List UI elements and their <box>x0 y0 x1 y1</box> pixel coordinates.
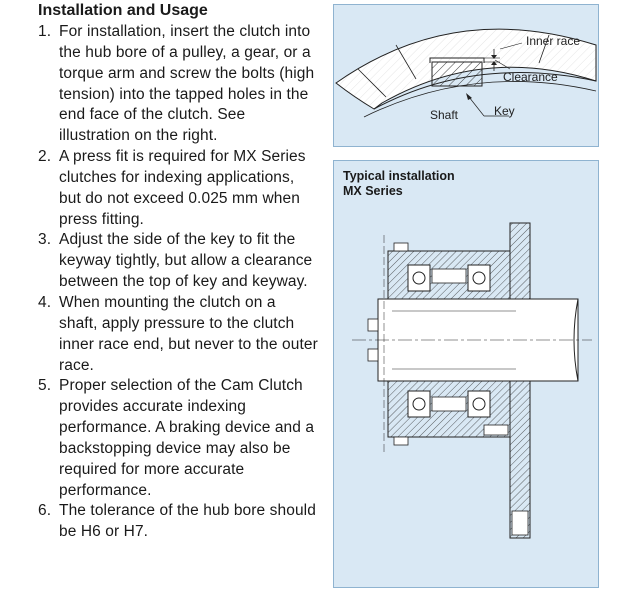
shaft-label: Shaft <box>430 108 459 122</box>
key-clearance-illustration: Inner race Clearance Shaft Key <box>335 28 597 122</box>
step-text: For installation, insert the clutch into… <box>59 23 315 145</box>
step-item: 2. A press fit is required for MX Series … <box>38 147 318 230</box>
caption-line-2: MX Series <box>343 184 403 198</box>
step-number: 5. <box>38 377 52 395</box>
clearance-label: Clearance <box>503 70 558 84</box>
step-text: A press fit is required for MX Series cl… <box>59 148 306 228</box>
typical-installation-diagram: Typical installation MX Series <box>333 160 599 588</box>
step-number: 4. <box>38 293 52 311</box>
step-item: 5. Proper selection of the Cam Clutch pro… <box>38 376 318 501</box>
step-number: 2. <box>38 148 52 166</box>
step-text: Proper selection of the Cam Clutch provi… <box>59 377 315 499</box>
inner-race-label: Inner race <box>526 34 580 48</box>
installation-cross-section <box>352 222 592 539</box>
step-text: Adjust the side of the key to fit the ke… <box>59 231 313 291</box>
key-clearance-diagram: Inner race Clearance Shaft Key <box>333 4 599 147</box>
step-text: When mounting the clutch on a shaft, app… <box>59 293 318 374</box>
key-label: Key <box>494 104 515 118</box>
key-block <box>431 61 483 87</box>
instructions-column: Installation and Usage 1. For installatio… <box>38 0 318 543</box>
step-item: 1. For installation, insert the clutch in… <box>38 22 318 147</box>
step-text: The tolerance of the hub bore should be … <box>59 502 316 541</box>
step-item: 6. The tolerance of the hub bore should b… <box>38 501 318 543</box>
step-number: 3. <box>38 231 52 249</box>
step-item: 4. When mounting the clutch on a shaft, a… <box>38 293 318 376</box>
step-number: 1. <box>38 23 52 40</box>
steps-list: 1. For installation, insert the clutch in… <box>38 22 318 543</box>
step-number: 6. <box>38 502 52 520</box>
installation-caption: Typical installation MX Series <box>343 169 455 199</box>
section-heading: Installation and Usage <box>38 2 208 19</box>
caption-line-1: Typical installation <box>343 169 455 183</box>
step-item: 3. Adjust the side of the key to fit the … <box>38 230 318 293</box>
